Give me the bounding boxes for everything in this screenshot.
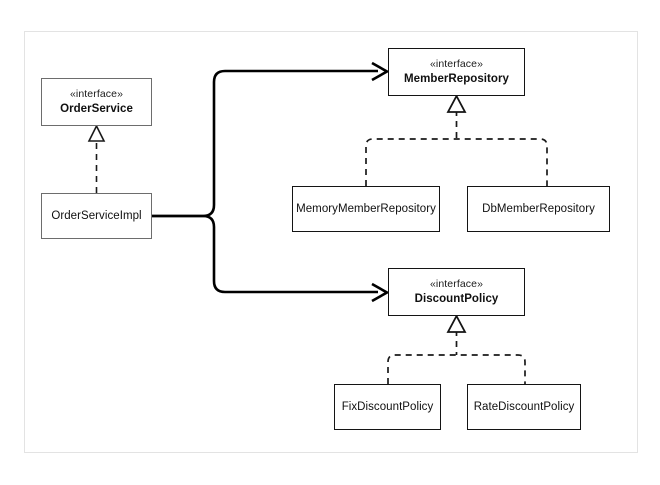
stereotype-label: «interface» — [69, 88, 124, 101]
node-order-service-impl[interactable]: OrderServiceImpl — [41, 193, 152, 239]
node-order-service[interactable]: «interface» OrderService — [41, 78, 152, 126]
node-db-member-repository[interactable]: DbMemberRepository — [467, 186, 610, 232]
class-name-label: DbMemberRepository — [482, 202, 595, 215]
class-name-label: OrderService — [60, 102, 133, 115]
stereotype-label: «interface» — [429, 58, 484, 71]
class-name-label: DiscountPolicy — [414, 292, 499, 305]
node-rate-discount-policy[interactable]: RateDiscountPolicy — [467, 384, 581, 430]
node-member-repository[interactable]: «interface» MemberRepository — [388, 48, 525, 96]
node-memory-member-repository[interactable]: MemoryMemberRepository — [292, 186, 440, 232]
node-fix-discount-policy[interactable]: FixDiscountPolicy — [334, 384, 441, 430]
class-name-label: MemoryMemberRepository — [296, 202, 436, 215]
class-name-label: MemberRepository — [404, 72, 509, 85]
class-name-label: OrderServiceImpl — [51, 209, 142, 222]
node-discount-policy[interactable]: «interface» DiscountPolicy — [388, 268, 525, 316]
class-name-label: FixDiscountPolicy — [341, 400, 434, 413]
stereotype-label: «interface» — [429, 278, 484, 291]
class-name-label: RateDiscountPolicy — [473, 400, 575, 413]
